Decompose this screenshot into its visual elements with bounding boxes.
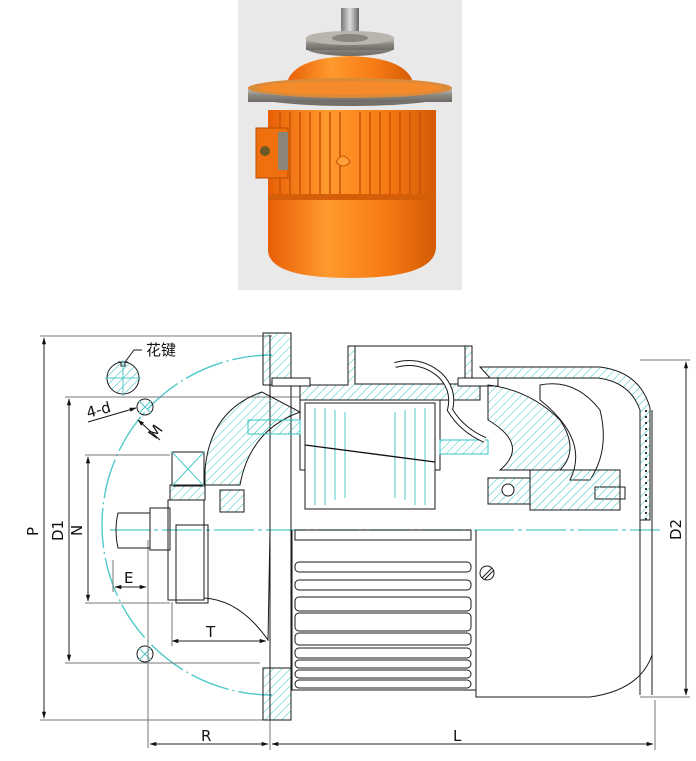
screw [479,565,495,581]
label-holes: 4-d [84,398,112,422]
label-P: P [24,527,42,536]
label-T: T [205,623,216,641]
shaft [341,8,359,38]
label-N: N [68,525,86,536]
spline-symbol [105,349,142,396]
mounting-hole-top [136,398,154,416]
label-L: L [453,727,462,745]
product-photo [238,0,462,290]
label-E: E [124,569,133,587]
cooling-fins [294,561,472,689]
label-D1: D1 [49,520,67,541]
mounting-hole-bottom [136,645,154,663]
label-M: M [145,421,167,442]
technical-drawing: 花键 4-d M P D1 N E T R L D2 [0,290,696,756]
motor-cross-section: 花键 4-d M P D1 N E T R L D2 [24,332,690,750]
label-D2: D2 [667,519,685,540]
label-R: R [201,727,211,745]
output-shaft [115,512,151,549]
motor-photo-illustration [248,8,452,278]
label-spline: 花键 [146,341,176,359]
